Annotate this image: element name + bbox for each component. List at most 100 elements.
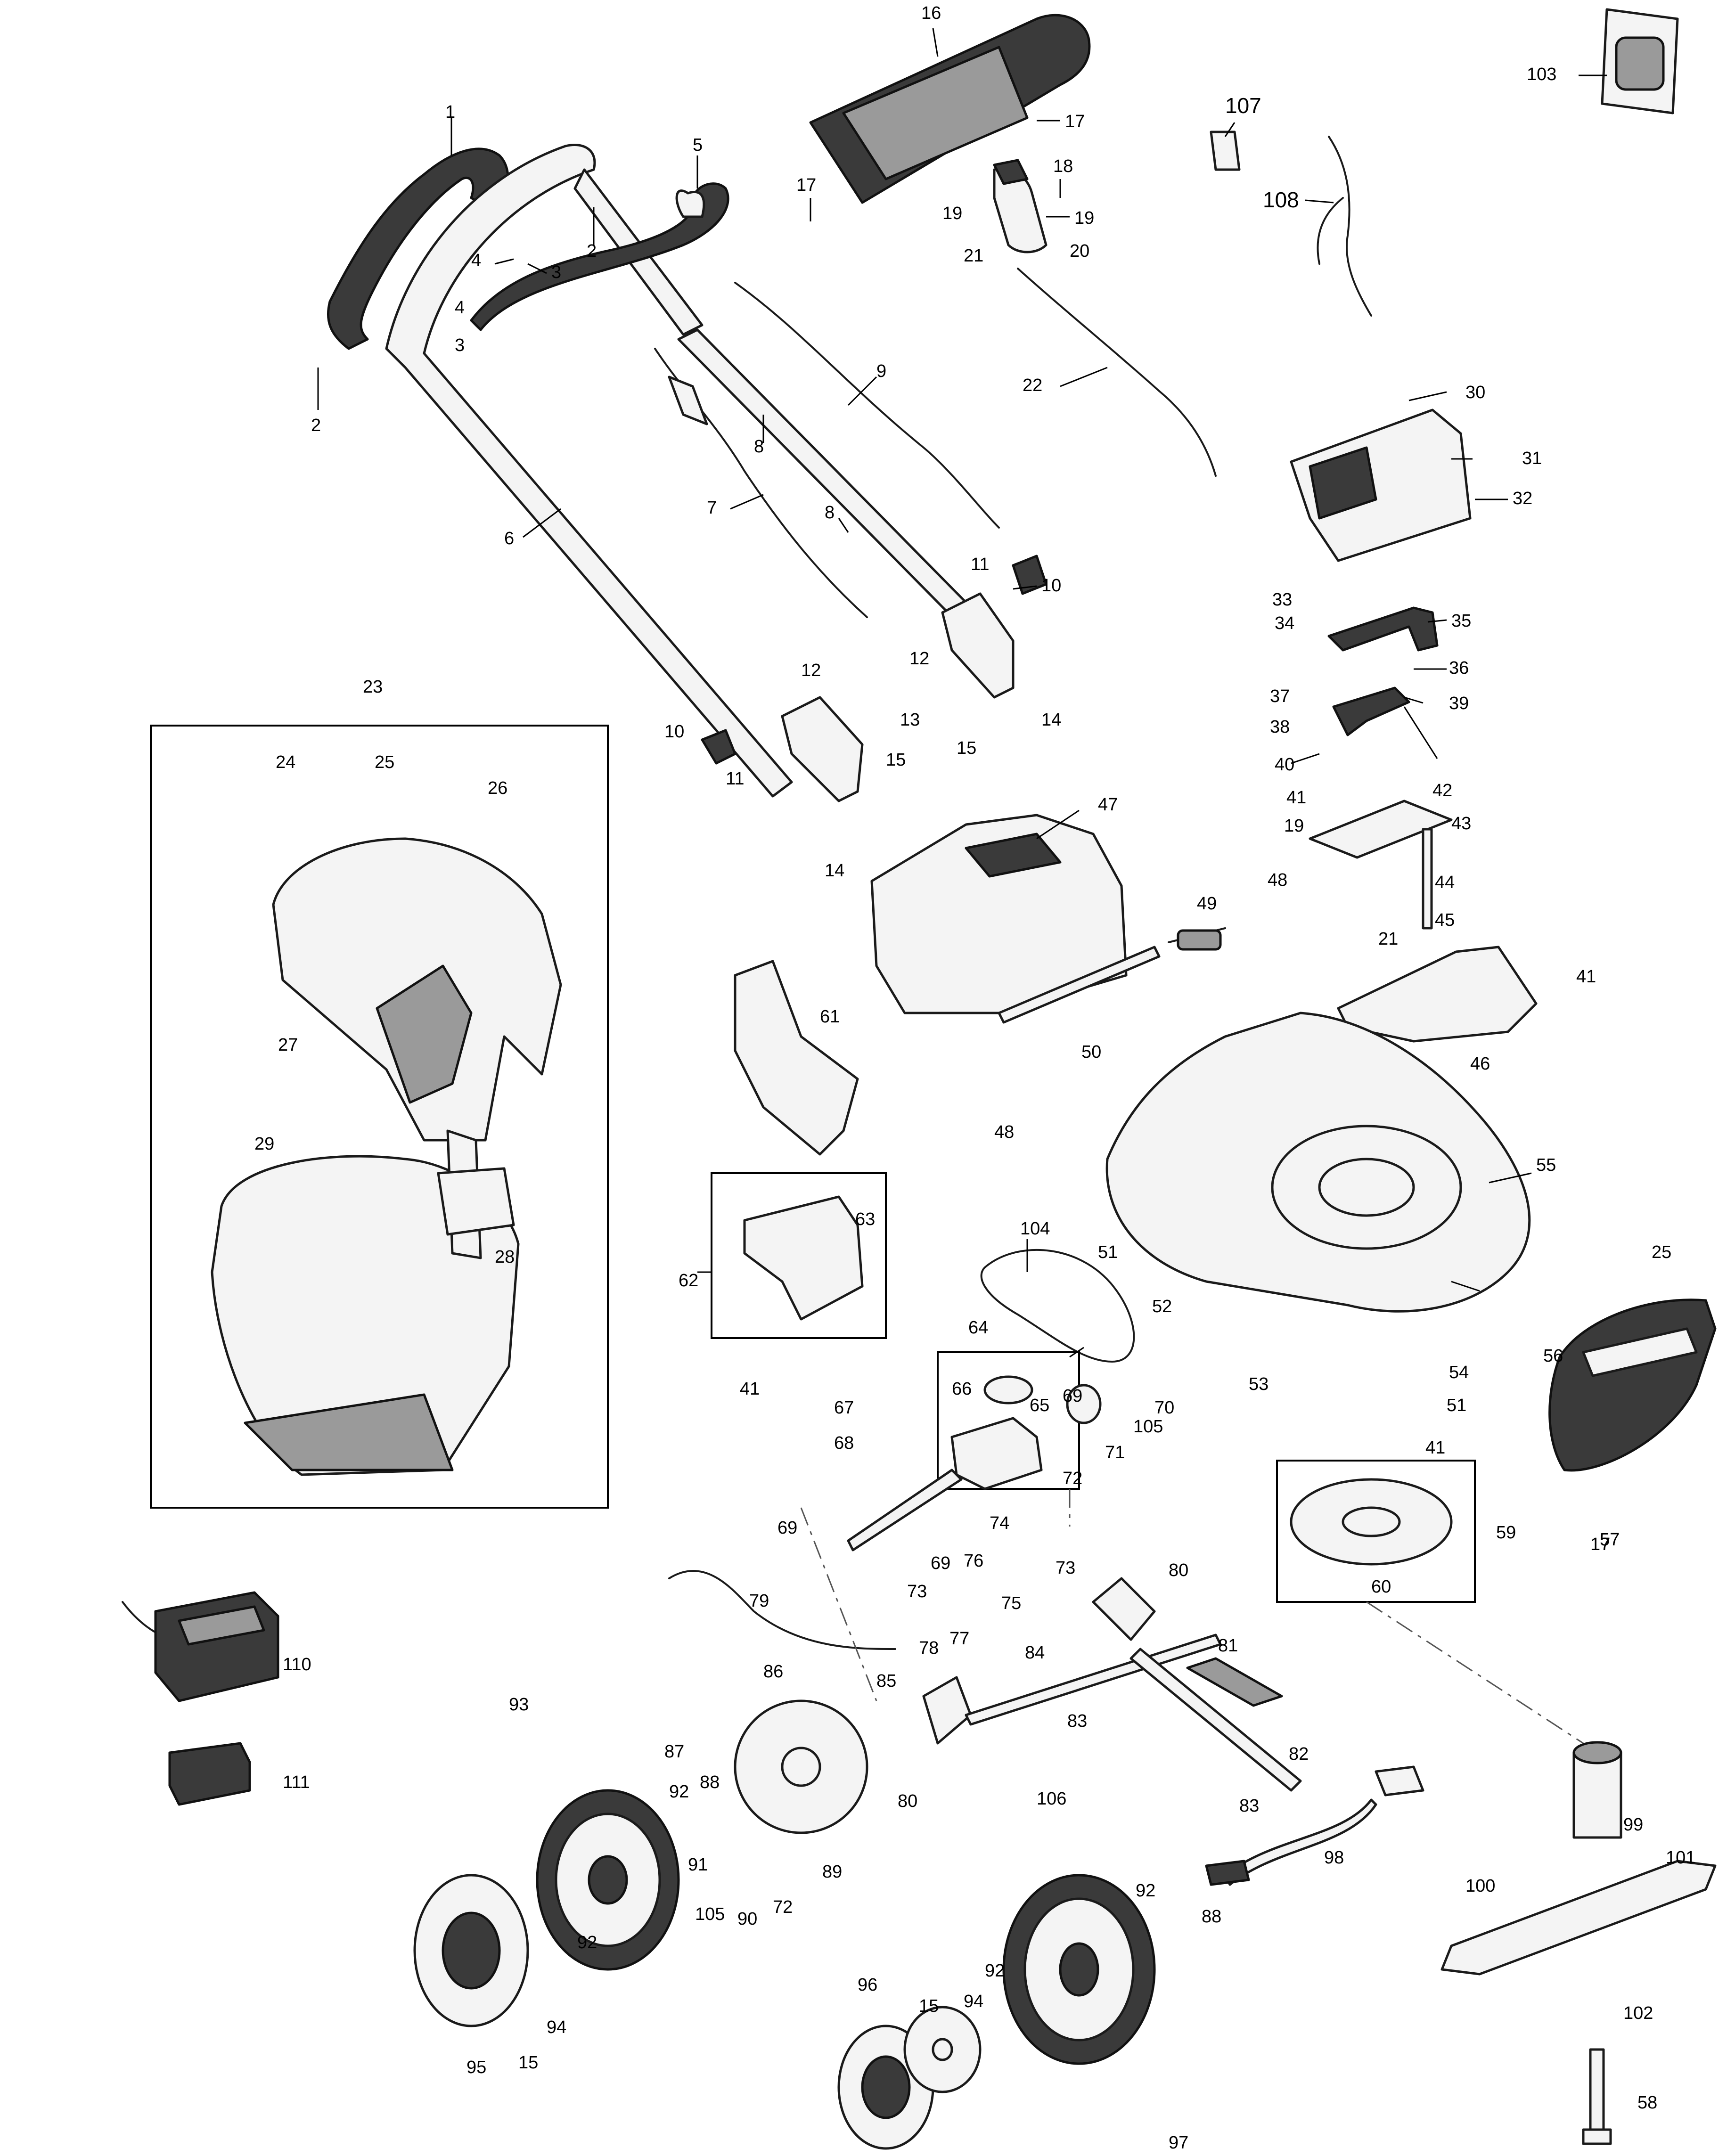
label-12b: 12 xyxy=(801,661,821,680)
cable-7 xyxy=(654,348,868,618)
label-95: 95 xyxy=(466,2058,486,2077)
centerline-b xyxy=(1366,1601,1584,1744)
label-87: 87 xyxy=(664,1742,684,1762)
label-21b: 21 xyxy=(1378,929,1398,949)
label-57: 57 xyxy=(1600,1530,1620,1550)
label-55: 55 xyxy=(1536,1155,1556,1175)
label-58: 58 xyxy=(1637,2093,1657,2113)
label-103: 103 xyxy=(1527,65,1556,84)
label-30: 30 xyxy=(1465,383,1485,402)
battery-111 xyxy=(168,1742,251,1806)
label-40: 40 xyxy=(1275,755,1294,775)
label-91: 91 xyxy=(688,1855,708,1875)
label-25b: 25 xyxy=(1652,1242,1671,1262)
belt-104 xyxy=(980,1249,1135,1363)
label-8b: 8 xyxy=(825,503,835,523)
label-25a: 25 xyxy=(375,752,394,772)
grass-box-kit-23 xyxy=(150,725,609,1509)
label-46: 46 xyxy=(1470,1054,1490,1074)
wiring-108 xyxy=(1317,136,1372,317)
label-19c: 19 xyxy=(1284,816,1304,836)
label-96: 96 xyxy=(858,1975,877,1995)
hubcap-95 xyxy=(413,1874,529,2027)
label-15c: 15 xyxy=(518,2053,538,2073)
cable-22 xyxy=(1017,268,1217,477)
pulley-71 xyxy=(1066,1384,1102,1424)
label-86: 86 xyxy=(763,1662,783,1682)
label-105b: 105 xyxy=(695,1904,725,1924)
label-83a: 83 xyxy=(1067,1711,1087,1731)
leader-lines xyxy=(317,28,1607,1358)
label-77: 77 xyxy=(949,1629,969,1649)
label-4b: 4 xyxy=(455,298,465,318)
side-discharge-62-box xyxy=(711,1172,887,1339)
label-80a: 80 xyxy=(1169,1560,1188,1580)
label-105a: 105 xyxy=(1133,1417,1163,1437)
label-15d: 15 xyxy=(919,1996,939,2016)
label-8a: 8 xyxy=(754,437,764,457)
label-67: 67 xyxy=(834,1398,854,1418)
label-63: 63 xyxy=(855,1209,875,1229)
label-69a: 69 xyxy=(1063,1386,1082,1406)
motor-cover-47 xyxy=(870,814,1128,1014)
safety-key-107 xyxy=(1210,131,1241,171)
label-83b: 83 xyxy=(1239,1796,1259,1816)
label-84: 84 xyxy=(1025,1643,1045,1663)
label-92d: 92 xyxy=(985,1961,1005,1981)
rear-flap-61 xyxy=(734,960,859,1156)
label-27: 27 xyxy=(278,1035,298,1055)
label-101: 101 xyxy=(1666,1848,1695,1868)
switch-housing-32 xyxy=(1290,408,1472,562)
label-102: 102 xyxy=(1623,2003,1653,2023)
label-17a: 17 xyxy=(1065,112,1085,131)
handle-35 xyxy=(1327,606,1439,652)
label-18: 18 xyxy=(1053,156,1073,176)
mulch-plate-59-box xyxy=(1276,1460,1476,1603)
label-35: 35 xyxy=(1451,611,1471,631)
label-56: 56 xyxy=(1543,1346,1563,1366)
front-wheel-97 xyxy=(1002,1874,1156,2065)
label-3b: 3 xyxy=(455,335,465,355)
label-47: 47 xyxy=(1098,795,1118,815)
deck-55 xyxy=(1105,1012,1531,1313)
label-92b: 92 xyxy=(577,1933,597,1952)
label-29: 29 xyxy=(254,1134,274,1154)
label-20: 20 xyxy=(1070,241,1089,261)
label-48b: 48 xyxy=(994,1122,1014,1142)
handle-grip-5 xyxy=(470,182,729,331)
axle-50 xyxy=(998,946,1161,1024)
label-28: 28 xyxy=(495,1247,515,1267)
label-14b: 14 xyxy=(825,861,844,881)
label-73a: 73 xyxy=(907,1582,927,1601)
label-10b: 10 xyxy=(664,722,684,742)
label-24: 24 xyxy=(276,752,295,772)
label-66: 66 xyxy=(952,1379,972,1399)
label-90: 90 xyxy=(737,1909,757,1929)
label-81: 81 xyxy=(1218,1636,1238,1656)
blade-101 xyxy=(1440,1860,1717,1976)
label-54: 54 xyxy=(1449,1363,1469,1382)
label-26: 26 xyxy=(488,778,507,798)
label-39: 39 xyxy=(1449,694,1469,713)
label-93: 93 xyxy=(509,1695,529,1715)
label-11b: 11 xyxy=(726,769,744,789)
label-5: 5 xyxy=(693,135,703,155)
label-94b: 94 xyxy=(964,1992,983,2011)
label-41c: 41 xyxy=(740,1379,760,1399)
knob-10-left xyxy=(701,729,737,765)
label-72b: 72 xyxy=(773,1897,793,1917)
label-17c: 17 xyxy=(1590,1535,1610,1554)
emblem-103 xyxy=(1601,8,1679,114)
label-49: 49 xyxy=(1197,894,1217,914)
label-111: 111 xyxy=(283,1772,310,1792)
label-17b: 17 xyxy=(796,175,816,195)
handle-grip-1 xyxy=(327,147,509,350)
key-20 xyxy=(993,159,1048,253)
label-71: 71 xyxy=(1105,1443,1125,1462)
label-31: 31 xyxy=(1522,449,1542,468)
label-15a: 15 xyxy=(957,738,976,758)
label-92a: 92 xyxy=(669,1782,689,1802)
label-70: 70 xyxy=(1154,1398,1174,1418)
label-42: 42 xyxy=(1432,781,1452,800)
label-64: 64 xyxy=(968,1318,988,1338)
